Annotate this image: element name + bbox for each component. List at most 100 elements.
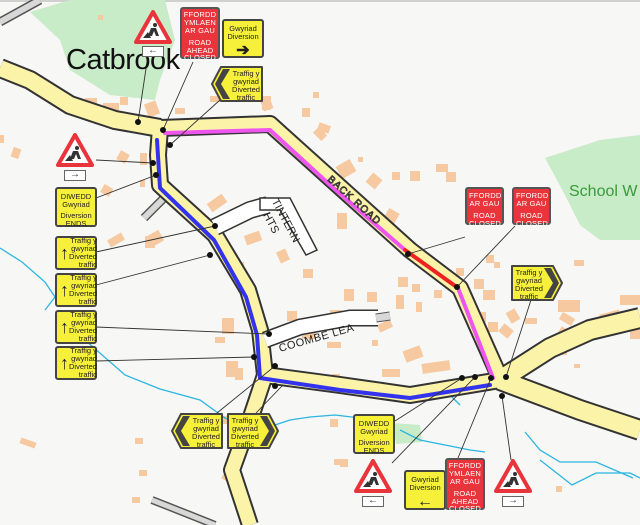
diverted-traffic-ahead-sign-4[interactable]: ↑ Traffig y gwyriad Diverted traffic — [55, 346, 97, 380]
sign-text: traffic — [78, 296, 97, 306]
roadworks-triangle-icon — [494, 459, 532, 493]
sign-text: Diverted — [231, 431, 259, 441]
sign-text: gwyriad — [193, 423, 219, 433]
sign-text: Traffig y — [515, 268, 543, 277]
sign-location-dots — [135, 119, 509, 399]
diversion-right-sign-top[interactable]: Gwyriad Diversion ➔ — [222, 19, 264, 58]
sign-text: AR GAU — [516, 198, 547, 208]
sign-text: Diversion — [227, 31, 259, 41]
diverted-traffic-chevron-left-bottom[interactable]: Traffig y gwyriad Diverted traffic — [171, 413, 223, 449]
road-closed-sign-1[interactable]: FFORDD AR GAU ROAD CLOSED — [465, 187, 504, 228]
sign-text: traffic — [236, 92, 256, 102]
sign-text: gwyriad — [232, 423, 258, 433]
arrow-up-icon: ↑ — [60, 243, 69, 263]
sign-text: Traffig y — [70, 273, 97, 283]
sign-text: traffic — [78, 369, 97, 379]
sign-text: ROAD — [473, 210, 496, 220]
road-ahead-closed-sign-bottom[interactable]: FFORDD YMLAEN AR GAU ROAD AHEAD CLOSED — [445, 458, 485, 514]
road-closed-sign-2[interactable]: FFORDD AR GAU ROAD CLOSED — [512, 187, 551, 228]
diversion-ends-sign-left[interactable]: DIWEDD Gwyriad Diversion ENDS — [55, 187, 97, 227]
sign-text: AHEAD — [186, 45, 214, 55]
sign-text: ENDS — [363, 445, 385, 455]
tintern-hts-road-end — [259, 197, 319, 256]
arrow-right-plate: → — [502, 496, 524, 507]
sign-text: DIWEDD — [60, 192, 92, 201]
closure-warning-route — [163, 128, 407, 252]
sign-text: Diverted — [69, 326, 97, 335]
sign-text: AR GAU — [185, 25, 215, 35]
streams — [0, 247, 640, 486]
sign-text: ROAD — [453, 488, 477, 498]
sign-text: CLOSED — [469, 218, 502, 228]
chevron-right-icon — [227, 413, 279, 449]
sign-text: Traffig y — [70, 236, 97, 246]
sign-text: gwyriad — [71, 281, 97, 291]
arrow-right-plate: → — [64, 170, 86, 181]
sign-text: ROAD — [520, 210, 543, 220]
sign-text: CLOSED — [183, 53, 217, 63]
arrow-left-icon: ← — [417, 492, 433, 510]
roadworks-sign-left[interactable]: → — [56, 133, 96, 183]
sign-text: AHEAD — [451, 496, 479, 506]
diverted-traffic-chevron-right-east[interactable]: Traffig y gwyriad Diverted traffic — [511, 265, 563, 301]
school-label: School W — [569, 183, 638, 200]
sign-text: ROAD — [188, 37, 212, 47]
diversion-ends-sign-bottom[interactable]: DIWEDD Gwyriad Diversion ENDS — [353, 414, 395, 454]
sign-text: AR GAU — [450, 476, 480, 486]
buildings — [0, 15, 640, 503]
sign-text: Traffig y — [231, 416, 259, 425]
sign-text: traffic — [235, 439, 255, 449]
green-area-school — [545, 135, 640, 240]
sign-text: Diverted — [69, 289, 97, 298]
diverted-traffic-chevron-right-bottom[interactable]: Traffig y gwyriad Diverted traffic — [227, 413, 279, 449]
diverted-traffic-ahead-sign-2[interactable]: ↑ Traffig y gwyriad Diverted traffic — [55, 273, 97, 307]
sign-text: Gwyriad — [411, 475, 439, 484]
sign-leader-lines — [95, 61, 532, 464]
sign-text: traffic — [78, 333, 97, 343]
sign-text: Diverted — [192, 431, 220, 441]
sign-text: CLOSED — [448, 504, 482, 514]
sign-text: Traffig y — [232, 69, 260, 78]
roadworks-triangle-icon — [56, 133, 94, 167]
diverted-traffic-ahead-sign-3[interactable]: ↑ Traffig y gwyriad Diverted traffic — [55, 310, 97, 344]
sign-text: gwyriad — [71, 354, 97, 364]
sign-text: FFORDD — [183, 10, 217, 19]
arrow-left-plate: ← — [362, 496, 384, 507]
road-ahead-closed-sign-top[interactable]: FFORDD YMLAEN AR GAU ROAD AHEAD CLOSED — [180, 7, 220, 63]
arrow-up-icon: ↑ — [60, 353, 69, 373]
diverted-traffic-chevron-left-top[interactable]: Traffig y gwyriad Diverted traffic — [211, 66, 263, 102]
sign-text: Diverted — [515, 283, 543, 293]
sign-text: FFORDD — [448, 461, 482, 470]
sign-text: Diversion — [409, 482, 441, 492]
diversion-route — [155, 138, 492, 400]
sign-text: Traffig y — [70, 310, 97, 320]
sign-text: Diverted — [69, 362, 97, 371]
roadworks-sign-bottom-right[interactable]: → — [494, 459, 534, 509]
sign-text: gwyriad — [71, 318, 97, 328]
sign-text: Diversion — [60, 210, 92, 220]
sign-text: CLOSED — [516, 218, 549, 228]
chevron-left-icon — [171, 413, 223, 449]
sign-text: Traffig y — [70, 346, 97, 356]
sign-text: AR GAU — [469, 198, 500, 208]
sign-text: traffic — [519, 291, 539, 301]
sign-text: gwyriad — [516, 275, 542, 285]
closure-warning-route-south — [456, 286, 495, 380]
arrow-right-icon: ➔ — [236, 41, 250, 59]
sign-text: Gwyriad — [360, 426, 388, 436]
sign-text: gwyriad — [233, 76, 259, 86]
sign-text: Traffig y — [192, 416, 220, 425]
sign-text: Diverted — [232, 84, 260, 94]
sign-text: Gwyriad — [229, 24, 257, 33]
sign-text: Gwyriad — [62, 199, 90, 209]
roadworks-sign-bottom-left[interactable]: ← — [354, 459, 394, 509]
sign-text: YMLAEN — [448, 468, 482, 478]
sign-text: Diversion — [358, 437, 390, 447]
arrow-up-icon: ↑ — [60, 317, 69, 337]
roadworks-triangle-icon — [134, 10, 172, 44]
diverted-traffic-ahead-sign-1[interactable]: ↑ Traffig y gwyriad Diverted traffic — [55, 236, 97, 270]
diversion-left-sign-bottom[interactable]: Gwyriad Diversion ← — [404, 470, 446, 510]
roadworks-sign-top[interactable]: ← — [134, 10, 174, 62]
